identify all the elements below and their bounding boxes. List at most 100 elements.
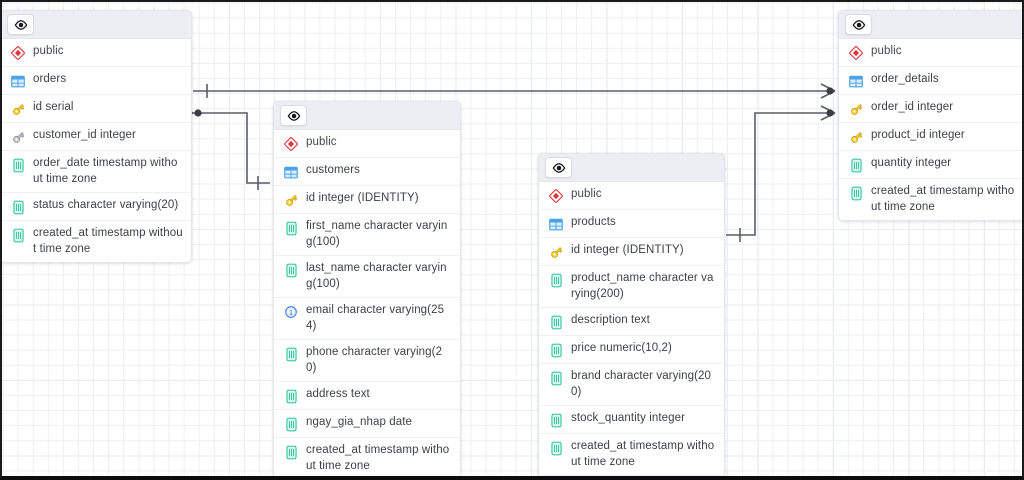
column-row[interactable]: description text <box>539 308 724 336</box>
toggle-visibility-button-customers[interactable] <box>280 105 307 126</box>
table-schema-label: public <box>306 136 337 148</box>
column-icon <box>285 263 297 277</box>
column-row[interactable]: created_at timestamp without time zone <box>274 438 460 476</box>
column-row[interactable]: stock_quantity integer <box>539 406 724 434</box>
column-row[interactable]: order_date timestamp without time zone <box>2 151 191 193</box>
column-icon <box>10 157 26 173</box>
column-row[interactable]: ngay_gia_nhap date <box>274 410 460 438</box>
table-node-customers[interactable]: public customers id integer (IDENTITY) firs… <box>273 101 461 476</box>
table-icon <box>849 75 863 87</box>
column-row[interactable]: order_id integer <box>839 95 1022 123</box>
column-label: created_at timestamp without time zone <box>306 444 450 472</box>
column-row[interactable]: product_id integer <box>839 123 1022 151</box>
schema-diamond-icon <box>849 46 863 60</box>
column-icon <box>550 441 562 455</box>
toggle-visibility-button-products[interactable] <box>545 157 572 178</box>
table-name-row-orders[interactable]: orders <box>2 67 191 95</box>
toggle-visibility-button-order_details[interactable] <box>845 14 872 35</box>
schema-diamond-icon <box>284 137 298 151</box>
column-label: order_date timestamp without time zone <box>33 157 178 185</box>
table-schema-row-products[interactable]: public <box>539 182 724 210</box>
column-row[interactable]: price numeric(10,2) <box>539 336 724 364</box>
table-schema-label: public <box>33 45 64 57</box>
primary-key-icon <box>285 194 297 206</box>
primary-key-icon <box>548 244 564 260</box>
column-label: id integer (IDENTITY) <box>306 192 419 204</box>
schema-diamond-icon <box>10 45 26 61</box>
table-icon <box>11 75 25 87</box>
column-row[interactable]: phone character varying(20) <box>274 340 460 382</box>
table-icon <box>548 216 564 232</box>
table-name-row-products[interactable]: products <box>539 210 724 238</box>
table-schema-label: public <box>871 45 902 57</box>
column-icon <box>12 228 24 242</box>
column-row[interactable]: created_at timestamp without time zone <box>539 434 724 476</box>
column-row[interactable]: quantity integer <box>839 151 1022 179</box>
column-label: created_at timestamp without time zone <box>571 440 715 468</box>
column-label: created_at timestamp without time zone <box>871 185 1015 213</box>
table-name-row-order_details[interactable]: order_details <box>839 67 1022 95</box>
primary-key-icon <box>848 101 864 117</box>
column-icon <box>550 273 562 287</box>
column-icon <box>12 158 24 172</box>
column-icon <box>548 412 564 428</box>
column-row[interactable]: status character varying(20) <box>2 193 191 221</box>
column-row[interactable]: address text <box>274 382 460 410</box>
table-schema-row-order_details[interactable]: public <box>839 39 1022 67</box>
column-label: status character varying(20) <box>33 199 179 211</box>
eye-icon <box>287 110 300 121</box>
table-header-order_details <box>839 11 1022 39</box>
table-header-customers <box>274 102 460 130</box>
column-icon <box>12 200 24 214</box>
column-row[interactable]: created_at timestamp without time zone <box>2 221 191 262</box>
column-icon <box>550 413 562 427</box>
primary-key-icon <box>12 103 24 115</box>
schema-diamond-icon <box>848 45 864 61</box>
primary-key-icon <box>550 246 562 258</box>
column-row[interactable]: product_name character varying(200) <box>539 266 724 308</box>
edge-customers-to-orders <box>178 105 270 190</box>
column-row[interactable]: updated_at timestamp without time zone <box>539 476 724 480</box>
column-icon <box>285 221 297 235</box>
unique-index-icon: 1 <box>283 304 299 320</box>
column-icon <box>850 158 862 172</box>
column-label: created_at timestamp without time zone <box>33 227 183 255</box>
table-header-orders <box>2 11 191 39</box>
column-label: brand character varying(200) <box>571 370 712 398</box>
column-label: order_id integer <box>871 101 954 113</box>
column-row[interactable]: brand character varying(200) <box>539 364 724 406</box>
column-row[interactable]: id integer (IDENTITY) <box>274 186 460 214</box>
column-label: price numeric(10,2) <box>571 342 672 354</box>
table-node-order_details[interactable]: public order_details order_id integer produ… <box>838 10 1022 221</box>
eye-icon <box>552 162 565 173</box>
edge-orders-to-order-details <box>193 83 836 99</box>
foreign-key-icon <box>10 129 26 145</box>
schema-diamond-icon <box>283 136 299 152</box>
column-row[interactable]: id integer (IDENTITY) <box>539 238 724 266</box>
table-schema-label: public <box>571 188 602 200</box>
column-label: last_name character varying(100) <box>306 262 447 290</box>
column-row[interactable]: first_name character varying(100) <box>274 214 460 256</box>
column-row[interactable]: customer_id integer <box>2 123 191 151</box>
table-name-row-customers[interactable]: customers <box>274 158 460 186</box>
column-icon <box>848 185 864 201</box>
column-row[interactable]: last_name character varying(100) <box>274 256 460 298</box>
table-header-products <box>539 154 724 182</box>
column-label: stock_quantity integer <box>571 412 686 424</box>
primary-key-icon <box>850 103 862 115</box>
schema-diamond-icon <box>549 189 563 203</box>
column-row[interactable]: created_at timestamp without time zone <box>839 179 1022 220</box>
column-label: description text <box>571 314 650 326</box>
table-schema-row-customers[interactable]: public <box>274 130 460 158</box>
eye-icon <box>852 19 865 30</box>
toggle-visibility-button-orders[interactable] <box>7 14 34 35</box>
column-icon <box>10 227 26 243</box>
column-row[interactable]: id serial <box>2 95 191 123</box>
table-schema-row-orders[interactable]: public <box>2 39 191 67</box>
column-label: first_name character varying(100) <box>306 220 448 248</box>
column-label: product_name character varying(200) <box>571 272 714 300</box>
